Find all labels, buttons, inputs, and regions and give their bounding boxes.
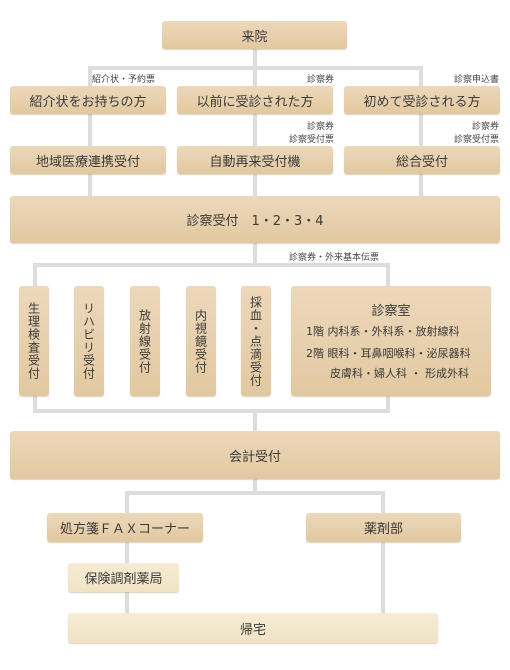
department-box: リハビリ受付 bbox=[74, 286, 104, 396]
external-pharmacy-box: 保険調剤薬局 bbox=[68, 563, 179, 592]
connector-line bbox=[125, 491, 385, 495]
connector-line bbox=[125, 542, 129, 563]
referral-patient-box: 紹介状をお持ちの方 bbox=[10, 86, 166, 114]
department-box: 採血・点滴受付 bbox=[241, 286, 271, 396]
connector-line bbox=[88, 66, 92, 86]
connector-line bbox=[88, 66, 422, 70]
exam-room-title: 診察室 bbox=[371, 304, 411, 319]
department-box: 放射線受付 bbox=[130, 286, 160, 396]
connector-line bbox=[88, 114, 92, 146]
connector-line bbox=[253, 114, 257, 146]
connector-line bbox=[419, 114, 423, 146]
previous-patient-box: 以前に受診された方 bbox=[177, 86, 333, 114]
connector-line bbox=[253, 479, 257, 493]
department-box: 生理検査受付 bbox=[19, 286, 49, 396]
general-docs-label-1: 診察券 bbox=[471, 122, 499, 132]
connector-line bbox=[253, 243, 257, 265]
first-docs-label: 診察申込書 bbox=[453, 75, 499, 85]
exam-reception-box: 診察受付 1・2・3・4 bbox=[10, 196, 500, 243]
exam-room-floor1: 1階 内科系・外科系・放射線科 bbox=[306, 325, 460, 338]
connector-line bbox=[125, 592, 129, 613]
auto-docs-label-1: 診察券 bbox=[306, 122, 334, 132]
fax-corner-box: 処方箋ＦＡＸコーナー bbox=[47, 513, 203, 542]
connector-line bbox=[253, 413, 257, 431]
arrival-box: 来院 bbox=[162, 21, 347, 49]
department-box: 内視鏡受付 bbox=[186, 286, 216, 396]
connector-line bbox=[88, 174, 92, 196]
exam-room-box: 診察室 1階 内科系・外科系・放射線科 2階 眼科・耳鼻咽喉科・泌尿器科 皮膚科… bbox=[291, 286, 491, 396]
connector-line bbox=[125, 491, 129, 513]
connector-line bbox=[33, 263, 390, 267]
home-box: 帰宅 bbox=[68, 613, 438, 643]
connector-line bbox=[381, 491, 385, 513]
first-visit-box: 初めて受診される方 bbox=[344, 86, 500, 114]
exam-room-floor2-cont: 皮膚科・婦人科 ・ 形成外科 bbox=[330, 367, 469, 380]
pharmacy-box: 薬剤部 bbox=[306, 513, 461, 542]
accounting-box: 会計受付 bbox=[10, 431, 500, 479]
connector-line bbox=[33, 409, 390, 413]
general-docs-label-2: 診察受付票 bbox=[453, 135, 499, 145]
referral-docs-label: 紹介状・予約票 bbox=[92, 75, 156, 85]
regional-reception-box: 地域医療連携受付 bbox=[10, 146, 166, 174]
previous-docs-label: 診察券 bbox=[306, 75, 334, 85]
auto-docs-label-2: 診察受付票 bbox=[288, 135, 334, 145]
connector-line bbox=[381, 542, 385, 613]
exam-room-floor2: 2階 眼科・耳鼻咽喉科・泌尿器科 bbox=[306, 347, 471, 360]
connector-line bbox=[419, 174, 423, 196]
connector-line bbox=[419, 66, 423, 86]
connector-line bbox=[253, 174, 257, 196]
exam-docs-label: 診察券・外来基本伝票 bbox=[289, 253, 380, 263]
general-reception-box: 総合受付 bbox=[344, 146, 500, 174]
auto-reception-box: 自動再来受付機 bbox=[177, 146, 333, 174]
